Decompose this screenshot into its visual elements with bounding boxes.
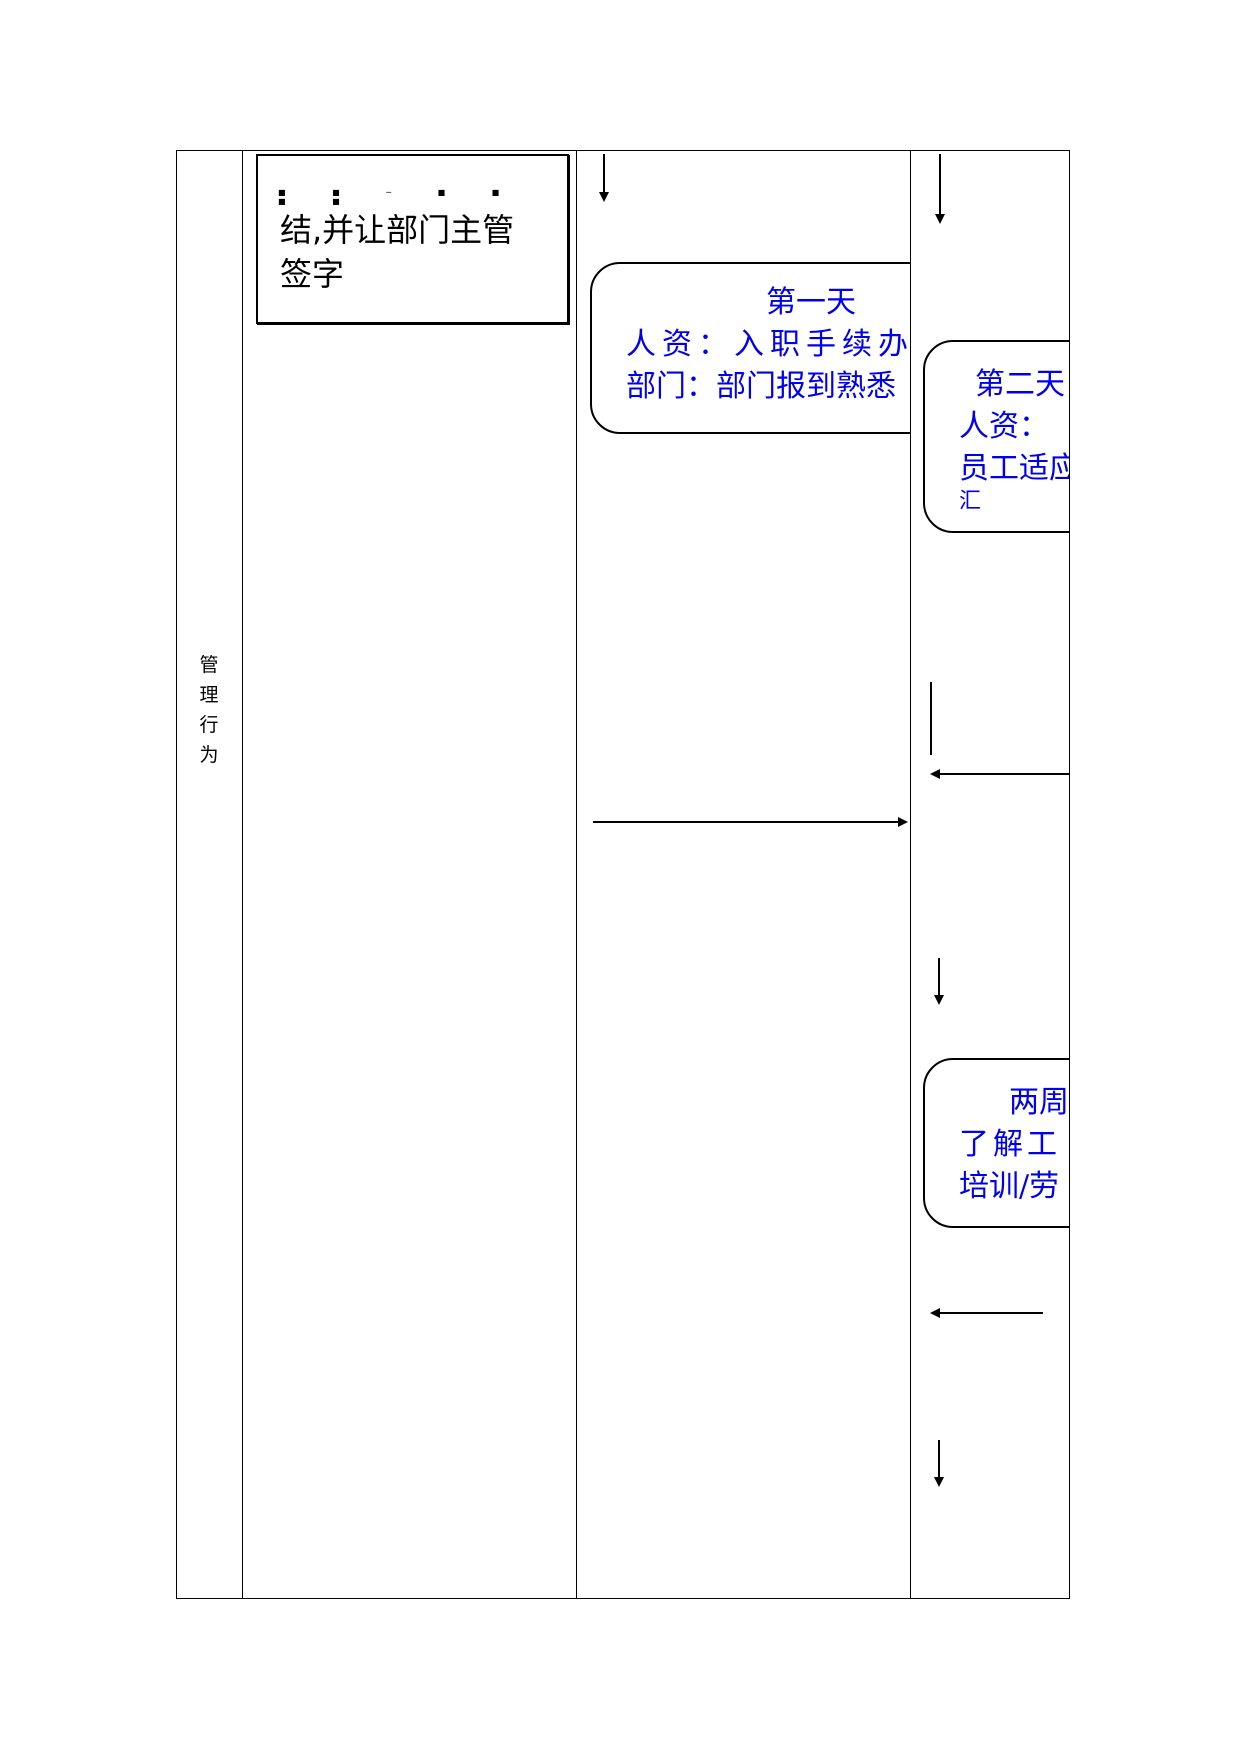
note-text: 结,并让部门主管 签字 <box>280 208 514 296</box>
day2-line3: 汇 <box>959 489 982 514</box>
column-divider-3 <box>910 150 911 1599</box>
row-label-char: 理 <box>199 684 219 706</box>
day2-box: 第二天 人资： 员工适应 汇 <box>923 340 1069 533</box>
twoweeks-line2: 培训/劳 <box>959 1169 1060 1204</box>
day1-title: 第一天 <box>766 285 856 320</box>
row-label-char: 行 <box>199 714 219 736</box>
table-frame <box>176 150 1070 1599</box>
note-box: ■ ■ ─ ■ ■ ■ ■ 结,并让部门主管 签字 <box>256 154 569 324</box>
day2-title: 第二天 <box>975 367 1065 402</box>
twoweeks-box: 两周 了解工 培训/劳 <box>923 1058 1069 1228</box>
twoweeks-title: 两周 <box>1009 1085 1069 1120</box>
row-label-char: 管 <box>199 654 219 676</box>
day1-box: 第一天 人资：入职手续办 部门：部门报到熟悉 <box>590 262 910 434</box>
day2-line1: 人资： <box>959 409 1049 444</box>
day2-line2: 员工适应 <box>959 451 1069 486</box>
day1-line1: 人资：入职手续办 <box>626 327 910 362</box>
row-label: 管 理 行 为 <box>176 650 242 770</box>
twoweeks-line1: 了解工 <box>959 1127 1061 1162</box>
column-divider-2 <box>576 150 577 1599</box>
day1-line2: 部门：部门报到熟悉 <box>626 369 896 404</box>
note-line-2: 签字 <box>280 255 345 293</box>
column-3-area: 第一天 人资：入职手续办 部门：部门报到熟悉 <box>577 150 910 1599</box>
column-4-area: 第二天 人资： 员工适应 汇 两周 了解工 培训/劳 <box>911 150 1069 1599</box>
note-dots: ■ ■ ─ ■ ■ ■ ■ <box>278 188 522 206</box>
column-divider-1 <box>242 150 243 1599</box>
note-line-1: 结,并让部门主管 <box>280 211 515 249</box>
row-label-char: 为 <box>199 744 219 766</box>
